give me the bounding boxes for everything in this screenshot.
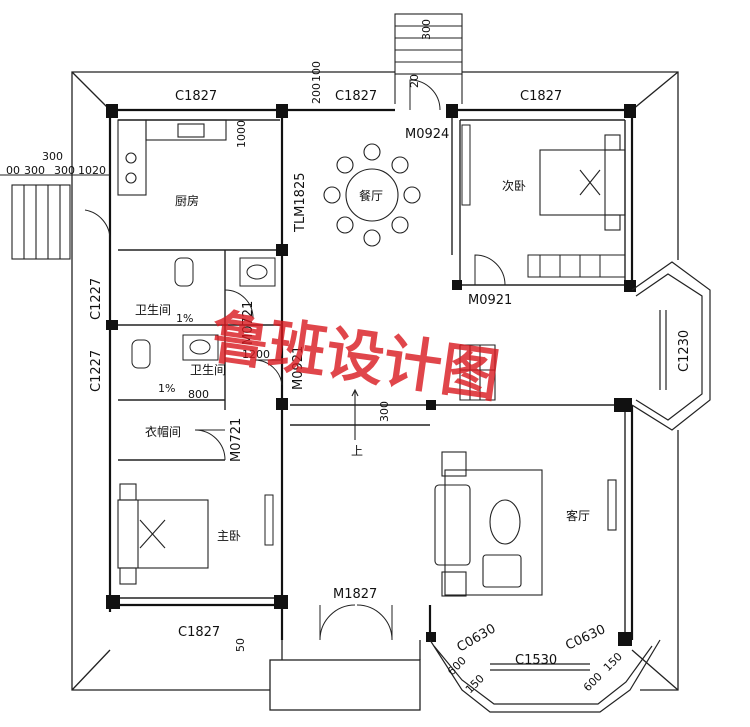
window-left-2: C1227 [89,350,104,392]
dim-150-a: 150 [463,672,487,696]
dim-20: 20 [408,74,421,88]
master-bed [117,483,209,585]
room-master-bedroom: 主卧 [217,529,241,543]
kitchen-counter [117,119,227,196]
window-top-left: C1827 [175,89,217,104]
dim-300-top: 300 [42,150,63,163]
dim-50: 50 [234,638,247,652]
window-bay-bottom-2: C1530 [515,653,557,668]
window-top-right: C1827 [520,89,562,104]
door-tlm1825: TLM1825 [293,173,308,233]
second-bedroom-bed [539,134,626,231]
door-m0921-mid: M0921 [291,346,306,390]
dim-1020: 1020 [78,164,106,177]
dim-150-b: 150 [601,650,625,674]
room-closet: 衣帽间 [145,424,181,439]
dim-200: 200 [310,83,323,104]
wardrobe [527,254,626,278]
door-m0721-b: M0721 [229,418,244,462]
rear-stair [394,13,463,104]
room-bathroom-2: 卫生间 [190,363,226,377]
dim-1200: 1200 [242,348,270,361]
roof-outline [71,71,679,691]
room-living: 客厅 [566,508,590,523]
door-m0921-top: M0921 [468,293,512,308]
bay-window-bottom [429,639,661,713]
dim-300-b: 300 [54,164,75,177]
window-bay-bottom-1: C0630 [455,621,499,655]
interior-stair [351,344,496,440]
door-swings [84,79,506,641]
window-top-mid: C1827 [335,89,377,104]
dim-300-entry: 300 [420,19,433,40]
bay-window-right [631,261,711,431]
floor-slope-2: 1% [158,382,175,395]
floor-slope-1: 1% [176,312,193,325]
room-second-bedroom: 次卧 [502,179,526,193]
dim-600-b: 600 [581,670,605,694]
structural-columns [106,104,636,646]
window-bay-bottom-3: C0630 [563,622,608,653]
dining-table [323,143,421,247]
dim-100: 100 [310,61,323,82]
door-m0721-a: M0721 [241,301,256,345]
dim-300-a: 300 [24,164,45,177]
room-dining: 餐厅 [359,188,383,203]
door-m1827: M1827 [333,587,377,602]
side-stair [0,174,110,260]
door-m0924: M0924 [405,127,449,142]
window-left-1: C1227 [89,278,104,320]
dim-1000: 1000 [235,120,248,148]
window-bottom-left: C1827 [178,625,220,640]
dim-300-stair: 300 [378,401,391,422]
stair-up-label: 上 [351,444,363,458]
bathroom-fixtures [131,124,471,546]
dim-00: 00 [6,164,20,177]
entry-porch [269,640,421,711]
room-kitchen: 厨房 [175,193,199,208]
interior-walls [118,110,632,640]
dim-800: 800 [188,388,209,401]
exterior-walls [108,108,634,640]
living-room-sofa [434,451,617,597]
window-bay-right: C1230 [677,330,692,372]
dim-600-a: 600 [445,654,469,678]
room-bathroom-1: 卫生间 [135,303,171,317]
